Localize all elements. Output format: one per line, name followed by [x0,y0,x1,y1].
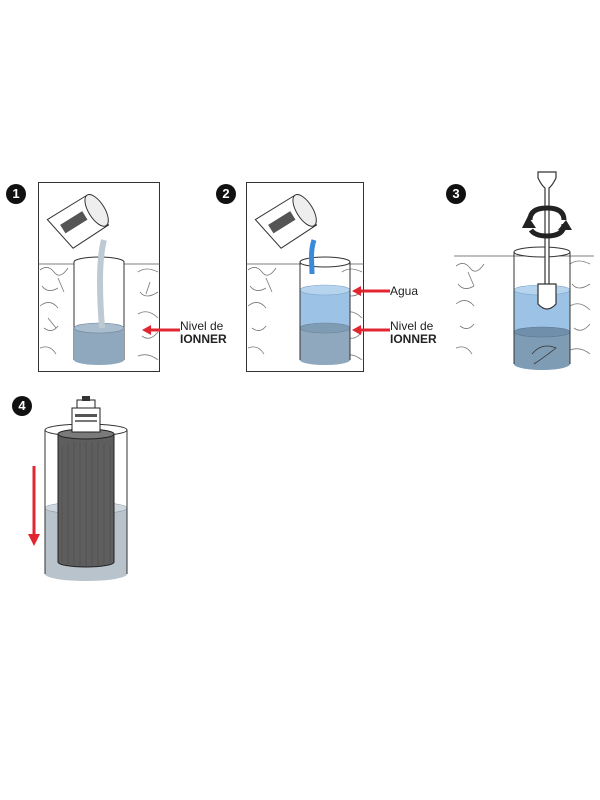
electrode-rod [57,396,115,568]
agua-arrow [352,286,390,296]
soil-texture [247,267,363,361]
rotate-arrow-icon [522,205,572,239]
nivel-label-2: Nivel de IONNER [390,320,437,346]
step-2-panel [246,182,364,372]
shovel-icon [537,171,557,310]
nivel-label-2-line1: Nivel de [390,319,434,333]
step-3-panel [452,168,596,380]
step-1-panel [38,182,160,372]
nivel-label-1: Nivel de IONNER [180,320,227,346]
nivel-arrow-1 [142,325,180,335]
bucket-icon [254,194,318,249]
down-arrow-icon [28,466,40,546]
nivel-label-1-line1: Nivel de [180,319,224,333]
agua-label: Agua [390,284,419,298]
soil-texture [39,267,159,361]
step-3-badge: 3 [446,184,466,204]
nivel-arrow-2 [352,325,390,335]
step-2-badge: 2 [216,184,236,204]
step-4-badge: 4 [12,396,32,416]
nivel-label-1-line2: IONNER [180,332,227,346]
soil-texture [455,260,591,355]
nivel-label-2-line2: IONNER [390,332,437,346]
step-1-badge: 1 [6,184,26,204]
step-4-panel [22,396,132,586]
bucket-icon [46,194,110,249]
